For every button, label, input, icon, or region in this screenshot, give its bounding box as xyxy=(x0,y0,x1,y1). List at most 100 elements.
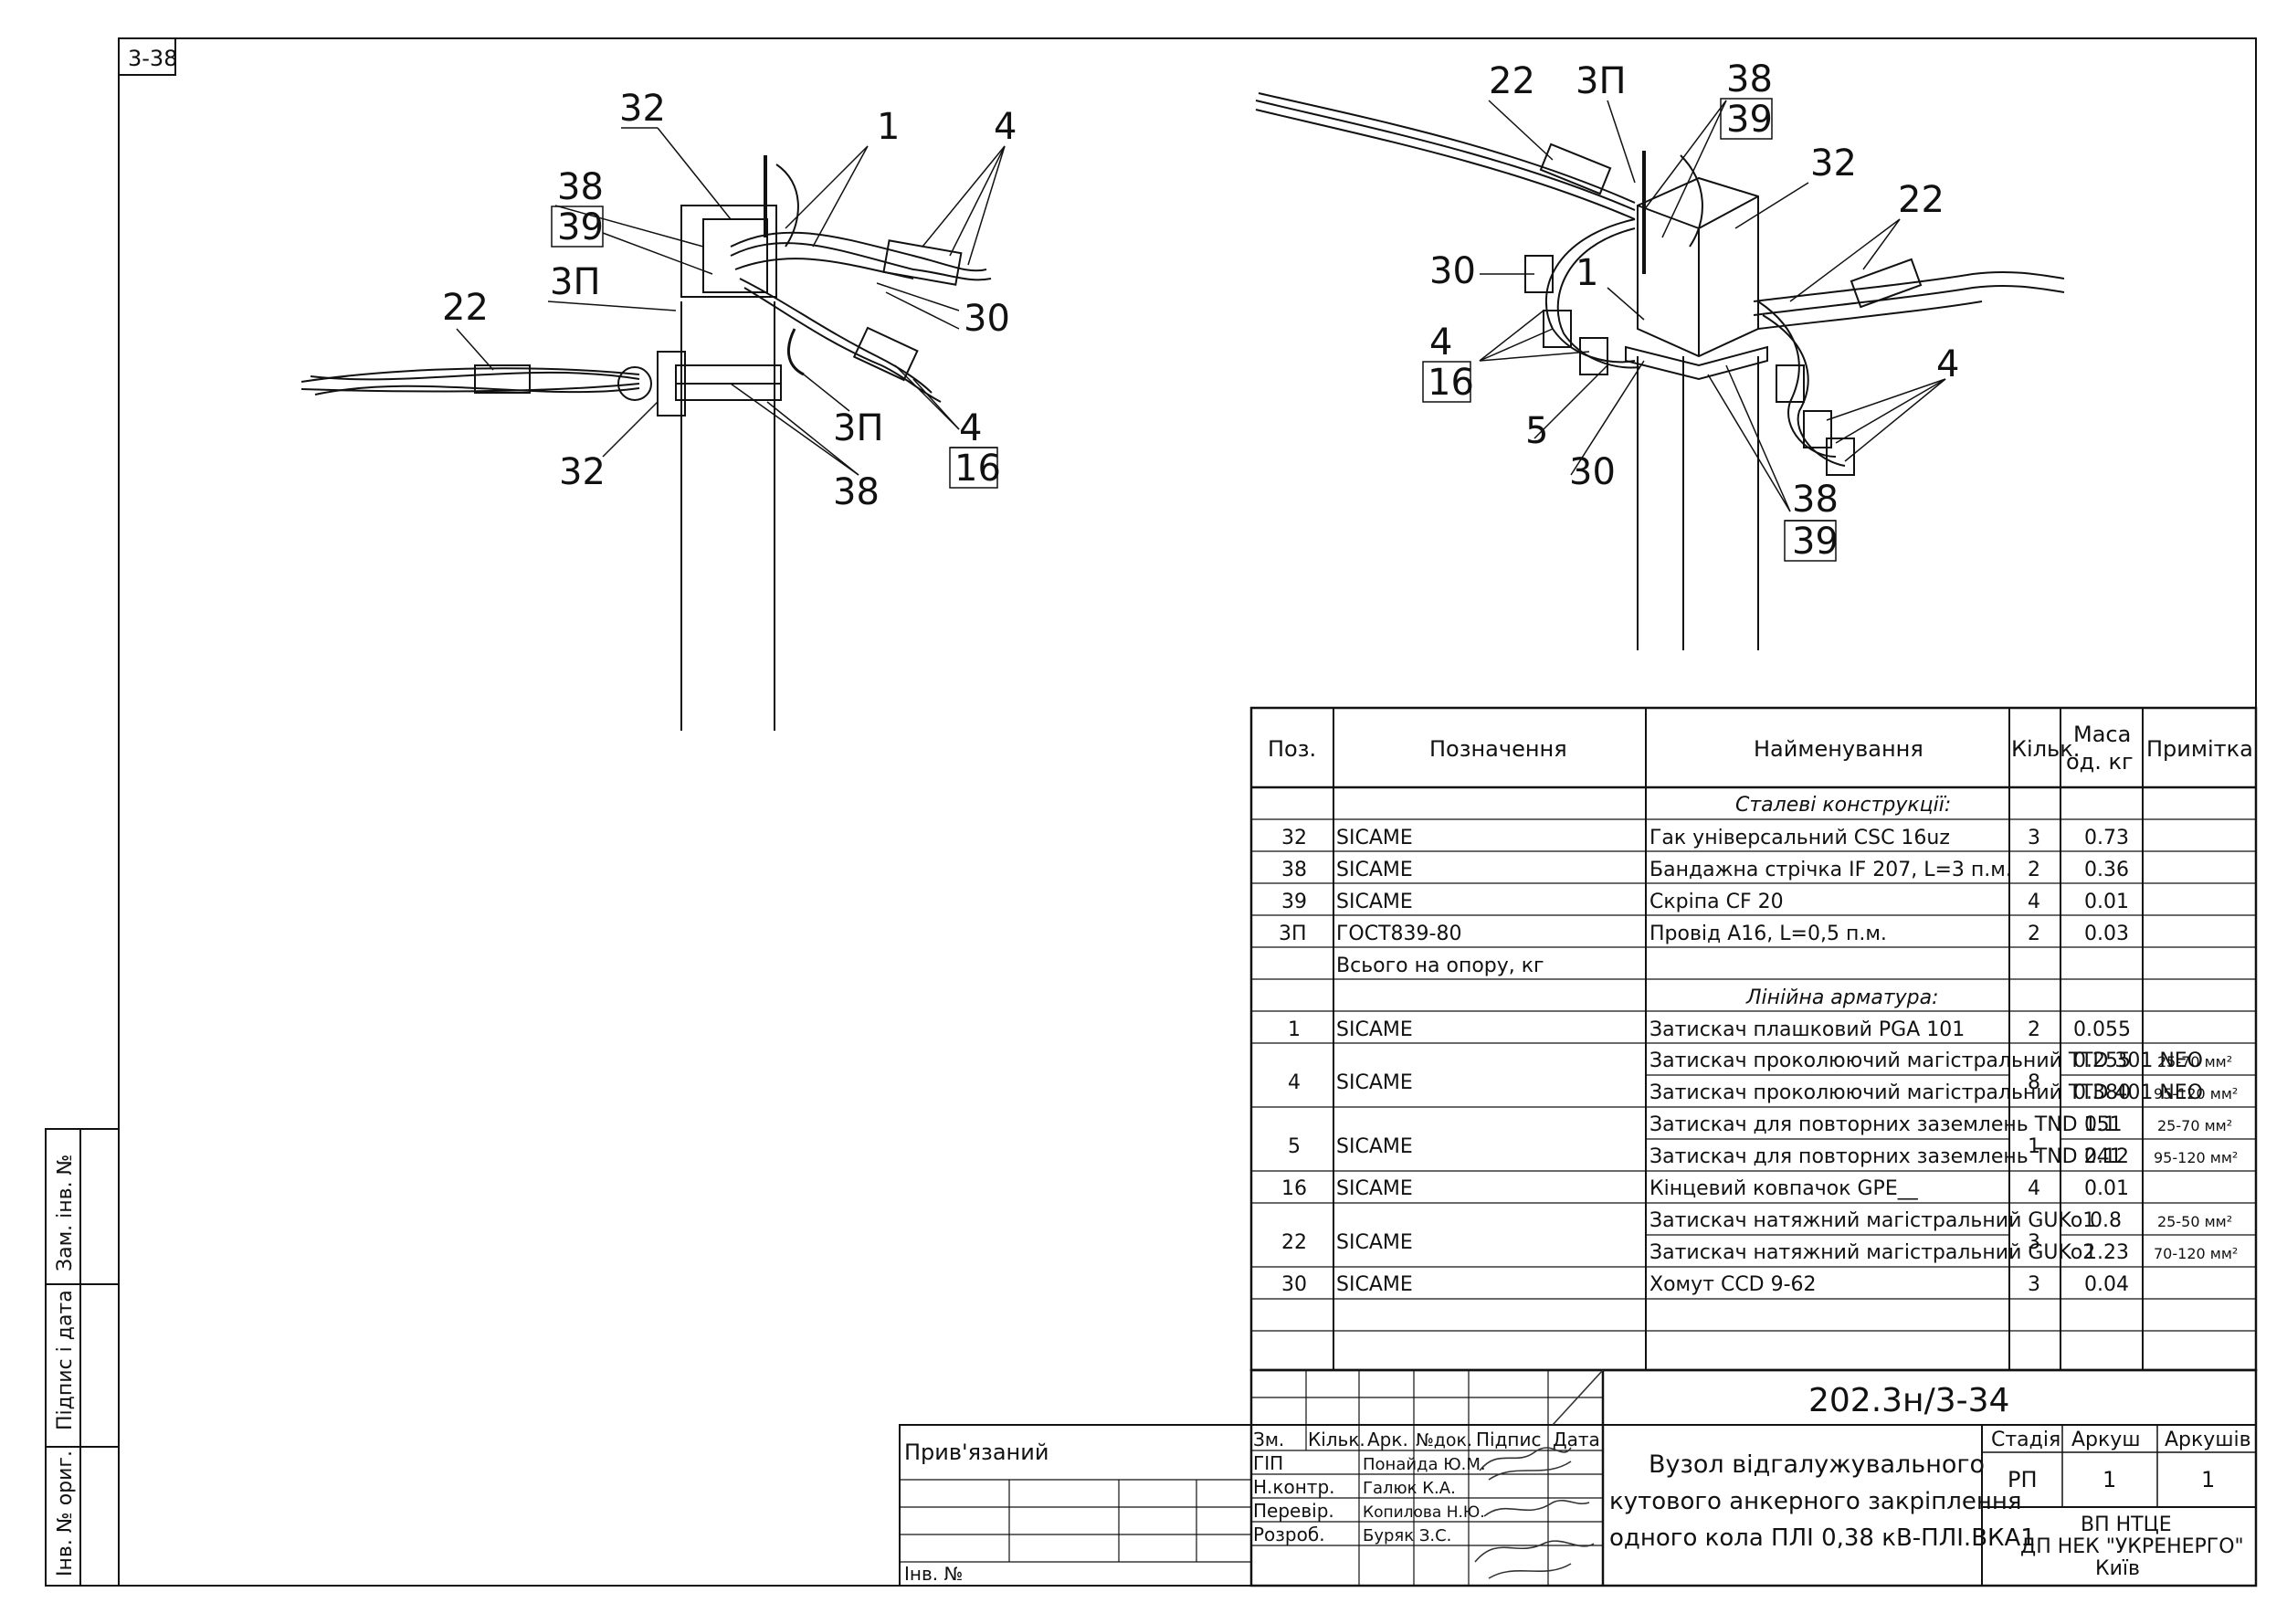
cell-pos: 30 xyxy=(1281,1273,1307,1296)
left-pole-view xyxy=(300,155,992,731)
cell-mass: 0.8 xyxy=(2090,1209,2122,1232)
right-leaders xyxy=(1479,100,1946,522)
section-line: Лінійна арматура: xyxy=(1745,986,1939,1009)
name-nkontr: Галюк К.А. xyxy=(1363,1479,1456,1498)
cell-mass: 0.73 xyxy=(2084,827,2129,849)
stamp-zam: Зам. інв. № xyxy=(54,1155,77,1272)
cell-qty: 1 xyxy=(2028,1135,2040,1158)
sheet-label: Аркуш xyxy=(2071,1429,2140,1451)
cell-qty: 2 xyxy=(2028,1018,2040,1041)
right-pole-view xyxy=(1255,92,2065,650)
table-body: Сталеві конструкції: 32 SICAME Гак уніве… xyxy=(1279,794,2238,1296)
side-stamps: Зам. інв. № Підпис і дата Інв. № ориг. xyxy=(45,1128,120,1587)
name-perevir: Копилова Н.Ю. xyxy=(1363,1503,1485,1522)
cell-mass: 0.055 xyxy=(2073,1018,2131,1041)
cell-mass: 0.01 xyxy=(2084,1177,2129,1200)
label-39-lower: 39 xyxy=(1792,521,1839,563)
cell-mass: 0.03 xyxy=(2084,923,2129,945)
cell-note: 25-50 мм² xyxy=(2157,1213,2232,1230)
cell-pos: 1 xyxy=(1288,1018,1301,1041)
label-38: 38 xyxy=(1726,58,1773,100)
header-pos: Поз. xyxy=(1268,736,1316,762)
label-39: 39 xyxy=(1726,99,1773,141)
cell-name: Хомут CCD 9-62 xyxy=(1649,1273,1817,1296)
cell-mass: 0.04 xyxy=(2084,1273,2129,1296)
cell-des: SICAME xyxy=(1336,1231,1413,1254)
cell-qty: 8 xyxy=(2028,1071,2040,1094)
label-30: 30 xyxy=(964,298,1010,340)
cell-name: Затискач натяжний магістральний GUKo2 xyxy=(1649,1241,2095,1264)
header-ndok: №док. xyxy=(1416,1430,1472,1450)
cell-mass: 0.01 xyxy=(2084,891,2129,913)
header-mass-2: од. кг xyxy=(2066,749,2134,775)
sheet-code: 3-38 xyxy=(128,46,177,71)
title-line-1: Вузол відгалужувального xyxy=(1649,1450,1985,1479)
cell-note: 95-120 мм² xyxy=(2154,1149,2238,1166)
inv-label: Інв. № xyxy=(904,1563,963,1585)
stamp-pidpys: Підпис і дата xyxy=(54,1290,77,1430)
signatures xyxy=(1474,1369,1604,1579)
table-headers: Поз. Позначення Найменування Кільк. Маса… xyxy=(1268,722,2253,775)
label-16: 16 xyxy=(1428,362,1474,404)
header-ark: Арк. xyxy=(1367,1429,1408,1450)
cell-pos: 32 xyxy=(1281,827,1307,849)
label-1: 1 xyxy=(1576,252,1598,294)
header-pidpys: Підпис xyxy=(1476,1429,1542,1450)
label-38-lower: 38 xyxy=(833,471,880,513)
left-labels: 32 1 4 38 39 3П 22 30 3П 4 16 32 38 xyxy=(442,88,1017,513)
sheets-value: 1 xyxy=(2201,1467,2215,1492)
name-gip: Понайда Ю.М. xyxy=(1363,1455,1486,1474)
linked-label: Прив'язаний xyxy=(904,1439,1049,1465)
cell-qty: 3 xyxy=(2028,1231,2040,1254)
cell-name: Затискач для повторних заземлень TND 241 xyxy=(1649,1145,2123,1168)
cell-des: SICAME xyxy=(1336,1071,1413,1094)
stage-value: РП xyxy=(2008,1467,2038,1492)
header-designation: Позначення xyxy=(1429,736,1567,762)
cell-name: Затискач проколюючий магістральний TTD 4… xyxy=(1649,1081,2203,1104)
label-32-lower: 32 xyxy=(559,451,606,493)
cell-name: Скріпа CF 20 xyxy=(1649,891,1784,913)
label-38-lower: 38 xyxy=(1792,479,1839,521)
cell-name: Гак універсальний CSC 16uz xyxy=(1649,827,1950,849)
cell-qty: 4 xyxy=(2028,1177,2040,1200)
cell-des: SICAME xyxy=(1336,891,1413,913)
doc-number: 202.3н/3-34 xyxy=(1808,1382,2009,1419)
cell-des: SICAME xyxy=(1336,1273,1413,1296)
cell-pos: 4 xyxy=(1288,1071,1301,1094)
header-name: Найменування xyxy=(1754,736,1923,762)
role-gip: ГІП xyxy=(1253,1452,1283,1474)
cell-des: SICAME xyxy=(1336,1177,1413,1200)
header-zm: Зм. xyxy=(1253,1429,1284,1450)
name-rozrob: Буряк З.С. xyxy=(1363,1526,1451,1545)
label-30: 30 xyxy=(1429,250,1476,292)
cell-qty: 3 xyxy=(2028,1273,2040,1296)
label-32: 32 xyxy=(1810,142,1857,185)
cell-name: Затискач проколюючий магістральний TTD 3… xyxy=(1649,1049,2203,1072)
cell-name: Затискач плашковий PGA 101 xyxy=(1649,1018,1965,1041)
label-4-lower: 4 xyxy=(959,407,982,449)
cell-des: SICAME xyxy=(1336,1018,1413,1041)
role-rozrob: Розроб. xyxy=(1253,1524,1325,1545)
cell-mass: 0.36 xyxy=(2084,859,2129,881)
cell-note: 70-120 мм² xyxy=(2154,1245,2238,1262)
total-label: Всього на опору, кг xyxy=(1336,954,1544,977)
label-4: 4 xyxy=(1429,322,1452,364)
cell-mass: 1.23 xyxy=(2084,1241,2129,1264)
title-block xyxy=(899,1368,2258,1587)
label-22: 22 xyxy=(442,287,489,329)
label-4-right: 4 xyxy=(1936,343,1959,385)
cell-des: SICAME xyxy=(1336,1135,1413,1158)
label-3p-lower: 3П xyxy=(833,407,884,449)
header-qty: Кільк. xyxy=(2011,736,2080,762)
right-labels: 22 3П 38 39 32 22 30 1 4 16 4 5 30 38 39 xyxy=(1422,58,1959,563)
cell-note: 95-120 мм² xyxy=(2154,1085,2238,1102)
label-3p: 3П xyxy=(1576,60,1627,102)
sheet-value: 1 xyxy=(2103,1467,2116,1492)
label-16: 16 xyxy=(954,448,1001,490)
label-1: 1 xyxy=(877,106,900,148)
cell-name: Затискач для повторних заземлень TND 151 xyxy=(1649,1113,2123,1136)
cell-mass: 0.1 xyxy=(2084,1113,2116,1136)
header-mass-1: Маса xyxy=(2073,722,2131,747)
cell-note: 25-70 мм² xyxy=(2157,1117,2232,1134)
cell-mass: 0.12 xyxy=(2084,1145,2129,1168)
